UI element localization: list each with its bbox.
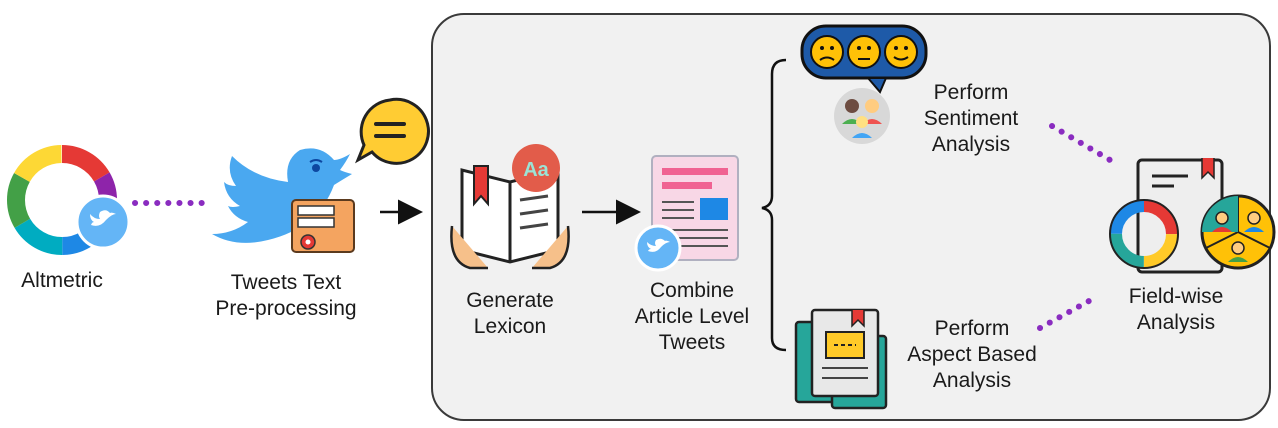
- twitter-badge-icon-2: [634, 224, 682, 272]
- combine-line-1: Combine: [649, 279, 735, 302]
- emoji-rating-icon: [800, 24, 928, 94]
- twitter-bird-icon: [212, 148, 352, 243]
- lexicon-label: Generate Lexicon: [450, 288, 570, 340]
- twitter-badge-icon: [75, 194, 131, 250]
- svg-text:Aa: Aa: [523, 159, 549, 181]
- fieldwise-label: Field-wise Analysis: [1106, 284, 1246, 336]
- preprocess-line-1: Tweets Text: [230, 271, 342, 294]
- report-chart-icon: [1109, 158, 1276, 274]
- speech-bubble-icon: [355, 97, 430, 165]
- branch-bracket: [761, 58, 787, 352]
- combine-line-3: Tweets: [658, 331, 726, 354]
- sentiment-line-3: Analysis: [931, 133, 1011, 156]
- altmetric-label-text: Altmetric: [21, 269, 103, 292]
- lexicon-line-2: Lexicon: [473, 315, 547, 338]
- altmetric-label: Altmetric: [2, 268, 122, 294]
- preprocess-line-2: Pre-processing: [215, 297, 357, 320]
- server-settings-icon: [291, 199, 355, 253]
- connector-dots-2: [1049, 123, 1113, 163]
- aspect-label: Perform Aspect Based Analysis: [892, 316, 1052, 394]
- combine-label: Combine Article Level Tweets: [612, 278, 772, 356]
- lexicon-line-1: Generate: [466, 289, 554, 312]
- aspect-line-3: Analysis: [932, 369, 1012, 392]
- people-group-icon: [834, 88, 890, 144]
- sentiment-line-2: Sentiment: [923, 107, 1019, 130]
- fieldwise-line-2: Analysis: [1136, 311, 1216, 334]
- connector-dots-3: [1037, 293, 1101, 331]
- preprocess-label: Tweets Text Pre-processing: [196, 270, 376, 322]
- documents-stack-icon: [794, 308, 888, 410]
- sentiment-line-1: Perform: [933, 81, 1009, 104]
- fieldwise-line-1: Field-wise: [1128, 285, 1224, 308]
- combine-line-2: Article Level: [634, 305, 750, 328]
- aspect-line-1: Perform: [934, 317, 1010, 340]
- sentiment-label: Perform Sentiment Analysis: [906, 80, 1036, 158]
- aspect-line-2: Aspect Based: [907, 343, 1037, 366]
- book-dictionary-icon: Aa: [450, 144, 570, 270]
